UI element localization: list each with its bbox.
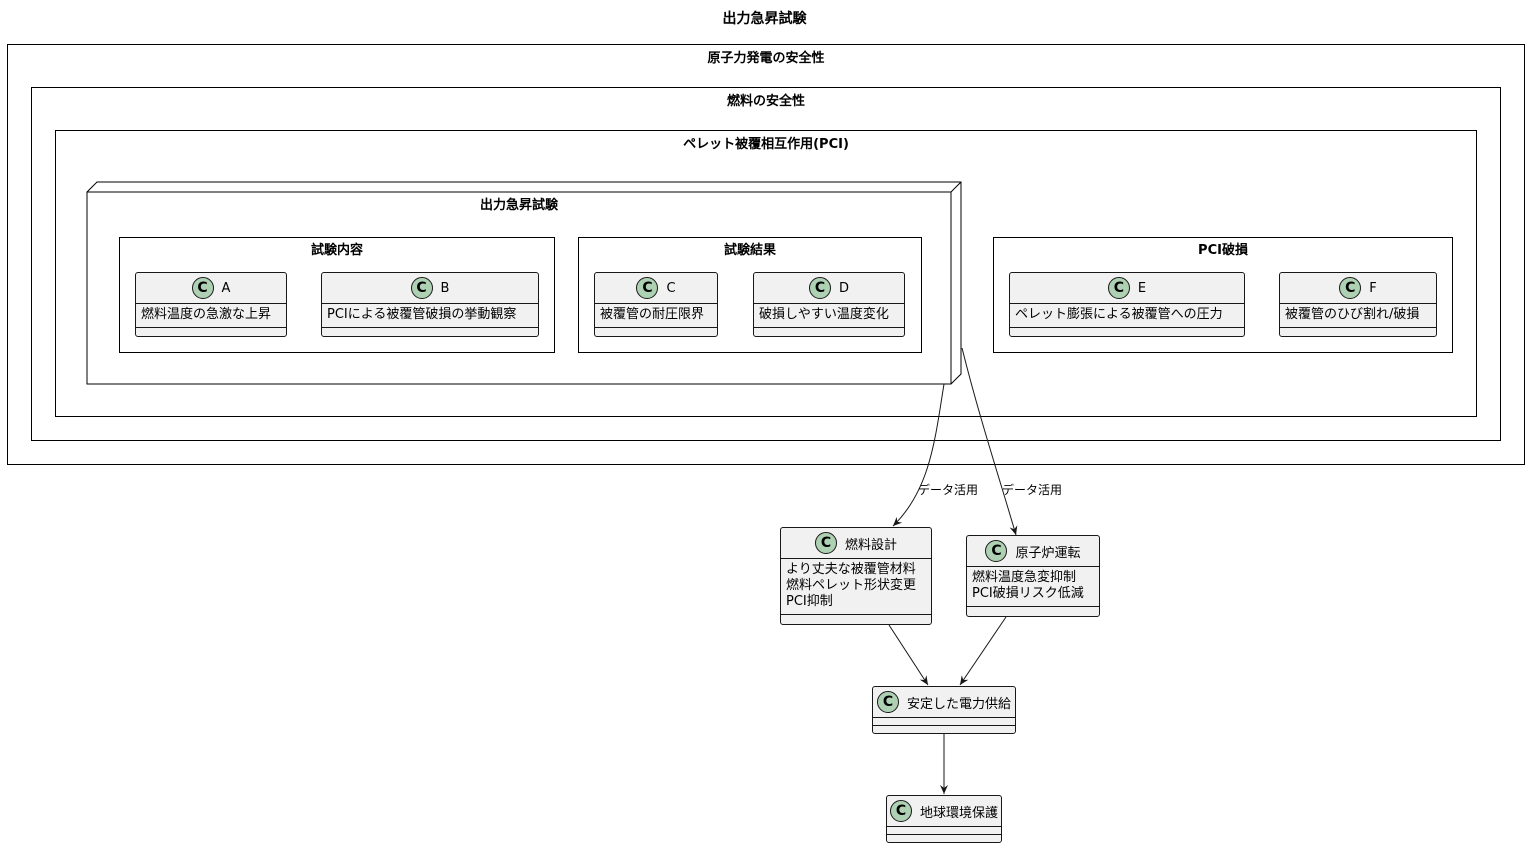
class-environment[interactable]: C 地球環境保護 — [886, 795, 1002, 843]
package-test-result-label: 試験結果 — [723, 243, 776, 258]
edge-ramp-to-fuel-design — [892, 383, 945, 527]
class-fuel-design-member: より丈夫な被覆管材料 — [786, 562, 916, 577]
class-icon: C — [1107, 277, 1130, 299]
class-icon: C — [1339, 277, 1362, 299]
package-nuclear-safety: 原子力発電の安全性 — [7, 44, 1525, 465]
package-fuel-safety-label: 燃料の安全性 — [726, 94, 805, 109]
class-e-member: ペレット膨張による被覆管への圧力 — [1015, 307, 1223, 322]
class-e-name: E — [1137, 280, 1147, 296]
edge-label-fuel-design: データ活用 — [918, 483, 979, 497]
class-d-name: D — [838, 280, 849, 296]
class-fuel-design[interactable]: C 燃料設計 より丈夫な被覆管材料 燃料ペレット形状変更 PCI抑制 — [780, 527, 932, 625]
node-ramp-test-label: 出力急昇試験 — [479, 198, 558, 213]
class-icon: C — [876, 691, 899, 713]
package-pci: ペレット被覆相互作用(PCI) — [55, 130, 1477, 417]
class-fuel-design-member: PCI抑制 — [786, 594, 833, 609]
edge-ramp-to-reactor-op — [961, 347, 1018, 536]
class-icon: C — [889, 800, 912, 822]
class-environment-name: 地球環境保護 — [919, 805, 998, 821]
package-test-content: 試験内容 — [119, 237, 555, 353]
class-fuel-design-member: 燃料ペレット形状変更 — [786, 578, 917, 593]
class-reactor-op-member: PCI破損リスク低減 — [972, 586, 1084, 601]
package-pci-damage-label: PCI破損 — [1198, 243, 1248, 258]
package-nuclear-safety-label: 原子力発電の安全性 — [707, 51, 825, 66]
class-b-member: PCIによる被覆管破損の挙動観察 — [327, 307, 517, 322]
diagram-title: 出力急昇試験 — [722, 11, 807, 27]
class-stable-power[interactable]: C 安定した電力供給 — [872, 686, 1016, 734]
class-stable-power-name: 安定した電力供給 — [906, 696, 1011, 712]
edge-reactor-op-to-power — [959, 616, 1007, 686]
package-fuel-safety: 燃料の安全性 — [31, 87, 1501, 441]
package-pci-label: ペレット被覆相互作用(PCI) — [683, 137, 849, 152]
class-icon: C — [985, 540, 1008, 562]
class-d-member: 破損しやすい温度変化 — [759, 307, 889, 322]
edge-label-reactor-op: データ活用 — [1002, 483, 1063, 497]
class-icon: C — [636, 277, 659, 299]
class-b-name: B — [440, 280, 450, 296]
class-a-name: A — [221, 280, 231, 296]
package-pci-damage: PCI破損 — [993, 237, 1453, 353]
class-icon: C — [410, 277, 433, 299]
class-reactor-operation[interactable]: C 原子炉運転 燃料温度急変抑制 PCI破損リスク低減 — [966, 535, 1100, 617]
class-reactor-op-member: 燃料温度急変抑制 — [972, 570, 1077, 585]
edge-fuel-design-to-power — [888, 624, 929, 686]
class-c-name: C — [666, 280, 676, 296]
package-test-result: 試験結果 — [578, 237, 922, 353]
class-f-name: F — [1369, 280, 1377, 296]
class-a-member: 燃料温度の急激な上昇 — [141, 307, 272, 322]
package-test-content-label: 試験内容 — [310, 243, 363, 258]
class-icon: C — [814, 532, 837, 554]
class-fuel-design-name: 燃料設計 — [844, 537, 897, 553]
class-icon: C — [808, 277, 831, 299]
class-f-member: 被覆管のひび割れ/破損 — [1285, 307, 1420, 322]
class-reactor-op-name: 原子炉運転 — [1015, 545, 1081, 561]
class-c-member: 被覆管の耐圧限界 — [600, 307, 705, 322]
class-icon: C — [191, 277, 214, 299]
